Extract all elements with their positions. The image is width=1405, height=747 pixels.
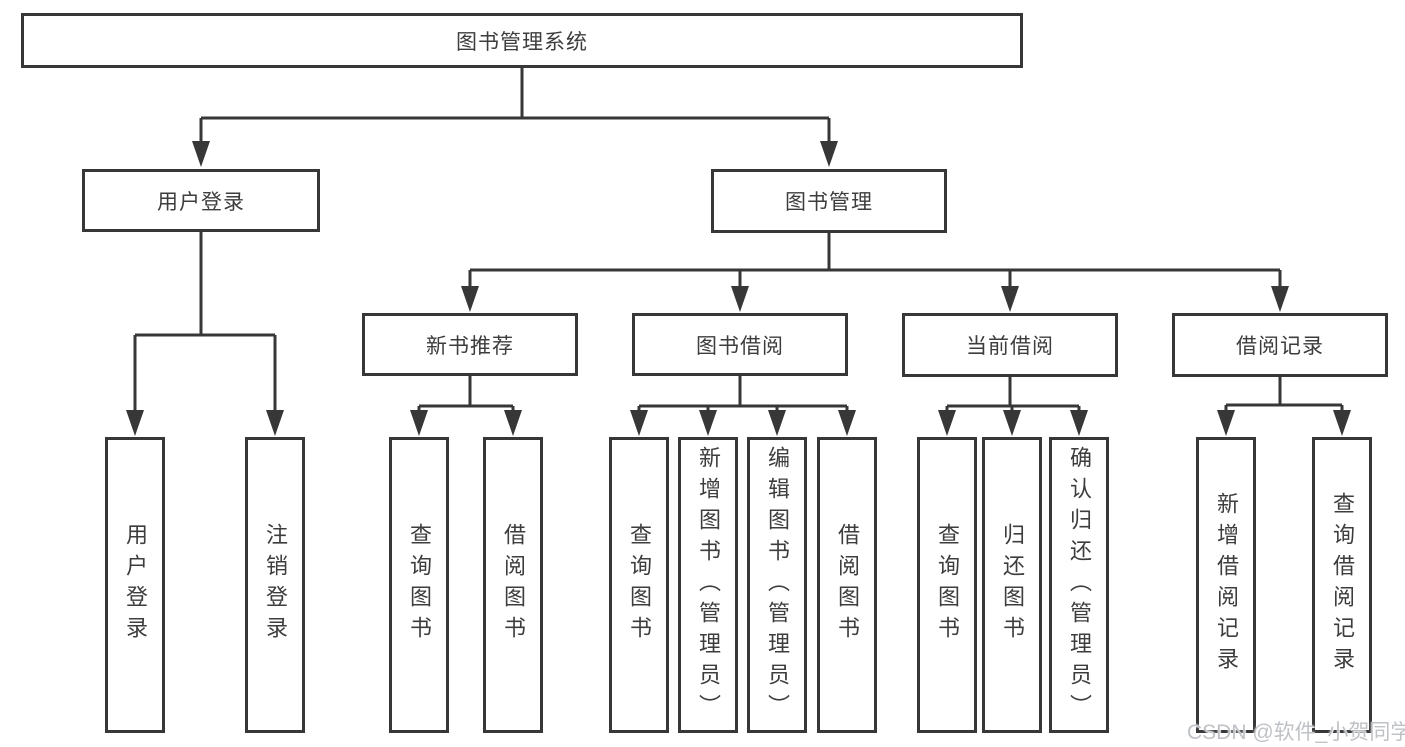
leaf-borrow-query-books: 查询图书 xyxy=(609,437,669,733)
node-root-library-system: 图书管理系统 xyxy=(21,13,1023,68)
arrowhead-icon xyxy=(126,410,144,436)
node-current-borrow: 当前借阅 xyxy=(902,313,1118,377)
arrowhead-icon xyxy=(504,410,522,436)
node-book-borrow: 图书借阅 xyxy=(632,313,848,376)
leaf-records-add-record: 新增借阅记录 xyxy=(1196,437,1256,733)
csdn-watermark: CSDN @软件_小贺同学 xyxy=(1187,721,1405,744)
arrowhead-icon xyxy=(1333,410,1351,436)
connector-records-children xyxy=(1217,375,1351,436)
connector-current-children xyxy=(938,375,1088,436)
arrowhead-icon xyxy=(410,410,428,436)
leaf-recommend-borrow-books: 借阅图书 xyxy=(483,437,543,733)
arrowhead-icon xyxy=(266,410,284,436)
node-borrow-records: 借阅记录 xyxy=(1172,313,1388,377)
arrowhead-icon xyxy=(699,410,717,436)
arrowhead-icon xyxy=(1003,410,1021,436)
node-book-management: 图书管理 xyxy=(711,169,947,233)
node-user-login: 用户登录 xyxy=(82,169,320,232)
arrowhead-icon xyxy=(838,410,856,436)
leaf-records-query-record: 查询借阅记录 xyxy=(1312,437,1372,733)
leaf-borrow-edit-books-admin: 编辑图书（管理员） xyxy=(747,437,807,733)
arrowhead-icon xyxy=(820,141,838,167)
connector-recommend-children xyxy=(410,374,522,436)
arrowhead-icon xyxy=(938,410,956,436)
arrowhead-icon xyxy=(461,286,479,312)
connector-borrow-children xyxy=(630,374,856,436)
arrowhead-icon xyxy=(1217,410,1235,436)
arrowhead-icon xyxy=(768,410,786,436)
leaf-recommend-query-books: 查询图书 xyxy=(389,437,449,733)
leaf-user-login: 用户登录 xyxy=(105,437,165,733)
connector-root-to-level2 xyxy=(192,66,838,167)
leaf-borrow-borrow-books: 借阅图书 xyxy=(817,437,877,733)
arrowhead-icon xyxy=(192,141,210,167)
leaf-borrow-add-books-admin: 新增图书（管理员） xyxy=(678,437,738,733)
arrowhead-icon xyxy=(731,286,749,312)
arrowhead-icon xyxy=(630,410,648,436)
leaf-user-logout: 注销登录 xyxy=(245,437,305,733)
leaf-current-return-books: 归还图书 xyxy=(982,437,1042,733)
leaf-current-query-books: 查询图书 xyxy=(917,437,977,733)
connector-user-login-children xyxy=(126,230,284,436)
connector-book-management-children xyxy=(461,231,1289,312)
arrowhead-icon xyxy=(1271,286,1289,312)
leaf-current-confirm-return-admin: 确认归还（管理员） xyxy=(1049,437,1109,733)
arrowhead-icon xyxy=(1001,286,1019,312)
arrowhead-icon xyxy=(1070,410,1088,436)
node-new-book-recommend: 新书推荐 xyxy=(362,313,578,376)
